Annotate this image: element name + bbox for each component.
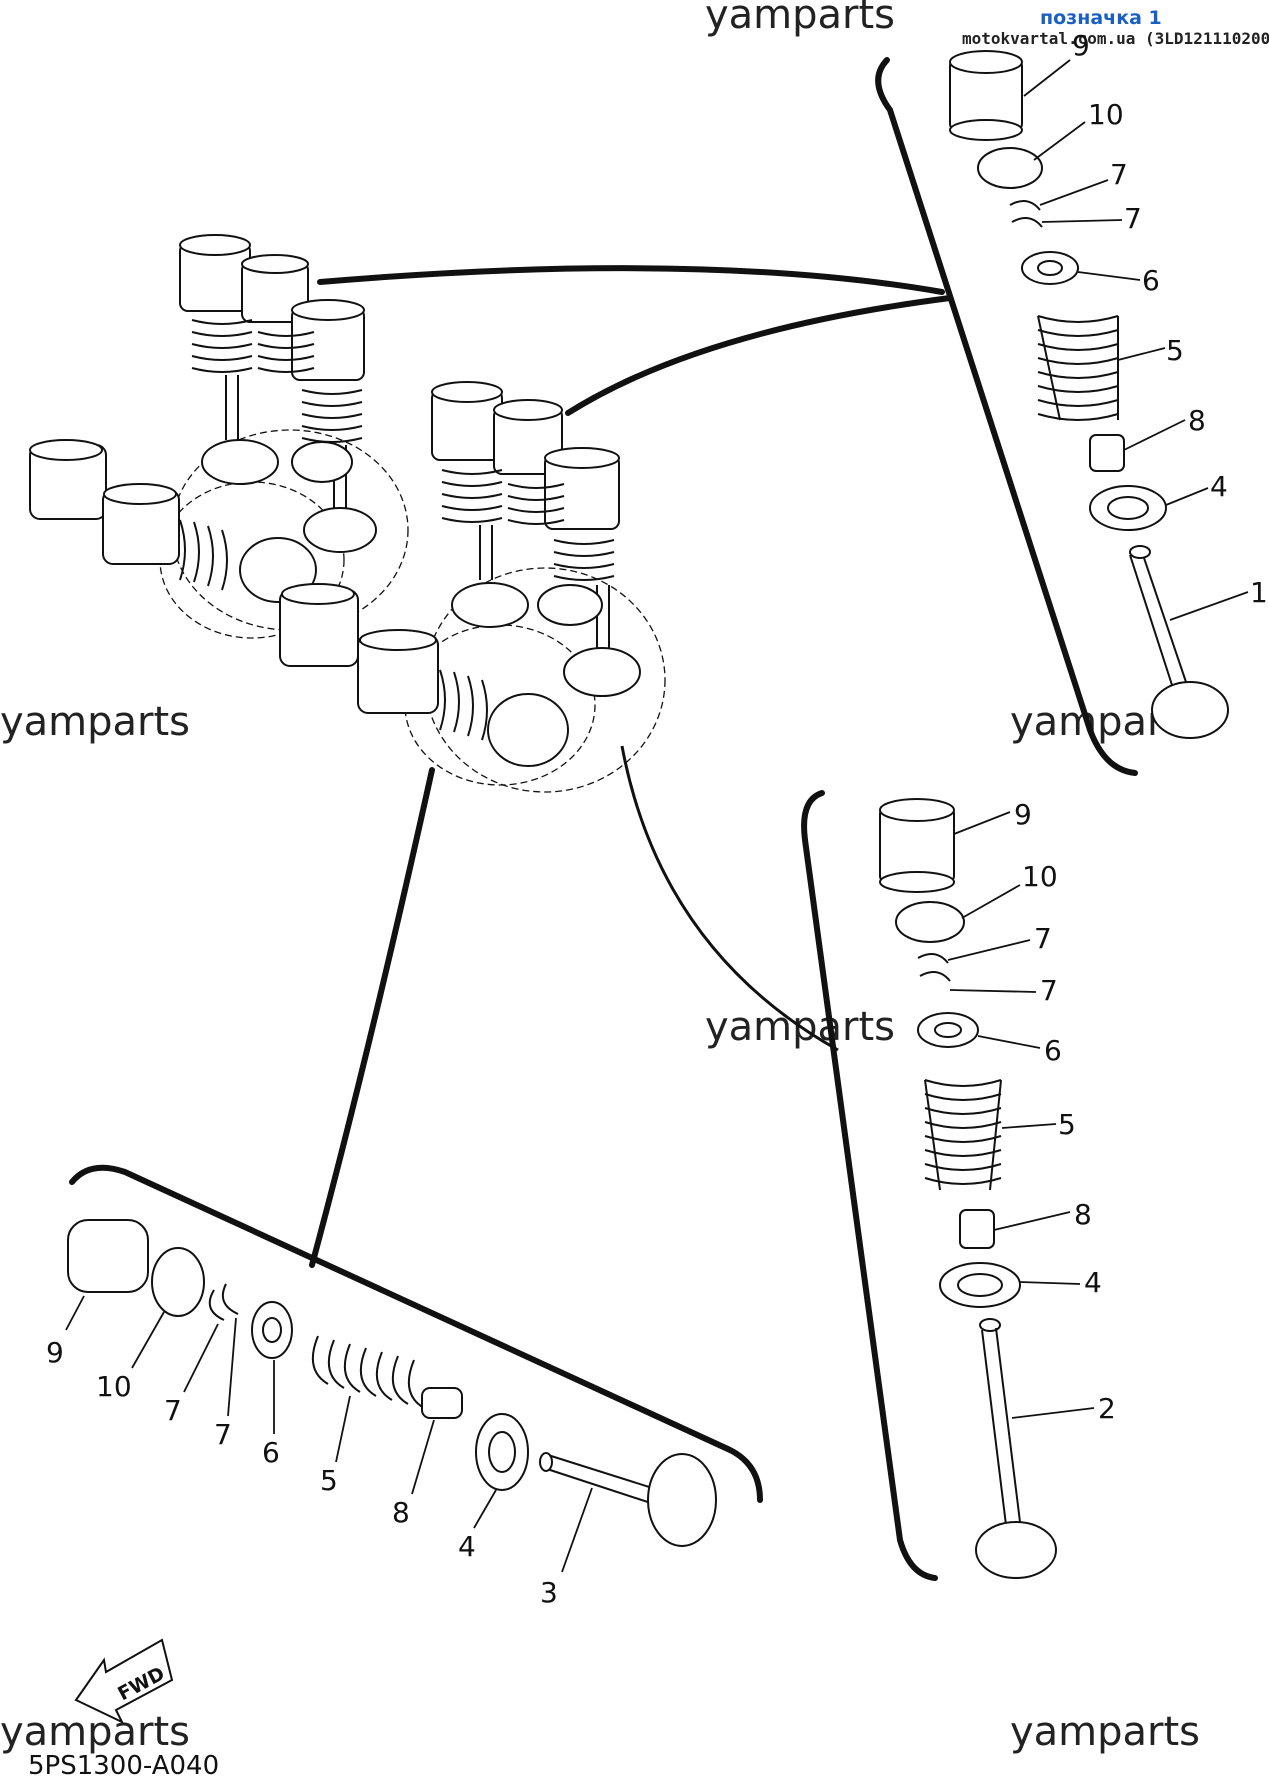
mid-right-parts: [879, 798, 1057, 1579]
top-right-labels: 9 10 7 7 6 5 8 4 1: [1023, 29, 1268, 621]
label-bottom-left-10: 10: [96, 1370, 132, 1403]
label-bottom-left-4: 4: [458, 1530, 476, 1563]
header-note: позначка 1: [1040, 7, 1162, 29]
label-mid-right-7a: 7: [1034, 922, 1052, 955]
connector-upper-1: [317, 265, 945, 295]
label-bottom-left-9: 9: [46, 1336, 64, 1369]
mid-right-labels: 9 10 7 7 6 5 8 4 2: [947, 798, 1116, 1425]
label-top-right-10: 10: [1088, 98, 1124, 131]
connector-lower-left: [309, 767, 435, 1268]
top-right-parts: [949, 50, 1229, 739]
bottom-left-parts: [67, 1219, 717, 1547]
bracket-mid-right: [801, 790, 938, 1581]
watermark-left: yamparts: [0, 699, 190, 745]
label-bottom-left-7b: 7: [214, 1418, 232, 1451]
label-mid-right-10: 10: [1022, 860, 1058, 893]
watermark-bottom-left: yamparts: [0, 1709, 190, 1755]
label-bottom-left-5: 5: [320, 1464, 338, 1497]
label-top-right-7a: 7: [1110, 158, 1128, 191]
label-top-right-1: 1: [1250, 576, 1268, 609]
bracket-bottom-left: [69, 1164, 763, 1503]
label-bottom-left-6: 6: [262, 1436, 280, 1469]
label-mid-right-4: 4: [1084, 1266, 1102, 1299]
label-bottom-left-7a: 7: [164, 1394, 182, 1427]
label-top-right-5: 5: [1166, 334, 1184, 367]
label-top-right-9: 9: [1072, 29, 1090, 62]
connector-lower-right: [620, 745, 839, 1052]
label-mid-right-7b: 7: [1040, 974, 1058, 1007]
label-top-right-8: 8: [1188, 404, 1206, 437]
label-bottom-left-3: 3: [540, 1576, 558, 1609]
label-top-right-6: 6: [1142, 264, 1160, 297]
connector-upper-2: [565, 295, 953, 416]
header-source: motokvartal.com.ua (3LD121110200): [962, 29, 1269, 48]
label-bottom-left-8: 8: [392, 1496, 410, 1529]
watermark-top: yamparts: [705, 0, 895, 38]
bottom-left-labels: 9 10 7 7 6 5 8 4 3: [46, 1295, 593, 1609]
diagram-code: 5PS1300-A040: [28, 1751, 219, 1781]
label-mid-right-8: 8: [1074, 1198, 1092, 1231]
label-mid-right-6: 6: [1044, 1034, 1062, 1067]
watermark-bottom-right: yamparts: [1010, 1709, 1200, 1755]
label-top-right-7b: 7: [1124, 202, 1142, 235]
label-top-right-4: 4: [1210, 470, 1228, 503]
bracket-top-right: [875, 57, 1138, 776]
label-mid-right-9: 9: [1014, 798, 1032, 831]
label-mid-right-2: 2: [1098, 1392, 1116, 1425]
label-mid-right-5: 5: [1058, 1108, 1076, 1141]
cylinder-head-assembly: [29, 234, 666, 793]
